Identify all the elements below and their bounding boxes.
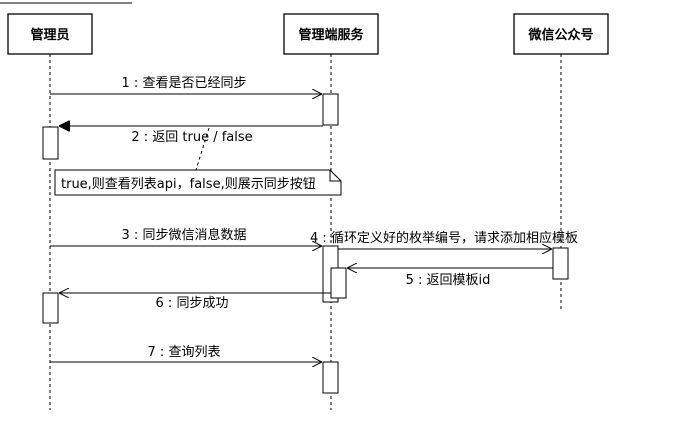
- message-label: 2 : 返回 true / false: [131, 130, 252, 145]
- activation-bar: [552, 247, 569, 280]
- message-label: 7 : 查询列表: [148, 345, 221, 360]
- message-1: 1 : 查看是否已经同步: [50, 75, 322, 94]
- participant-box: [283, 13, 379, 55]
- message-5: 5 : 返回模板id: [347, 268, 553, 288]
- participant-label: 微信公众号: [527, 27, 593, 43]
- message-3: 3 : 同步微信消息数据: [50, 227, 322, 246]
- note-box: [54, 169, 342, 196]
- participant-service: 管理端服务: [283, 13, 379, 55]
- message-label: 3 : 同步微信消息数据: [122, 227, 247, 243]
- activation-bar: [322, 361, 339, 394]
- participant-label: 管理端服务: [298, 27, 364, 43]
- message-label: 5 : 返回模板id: [406, 273, 491, 288]
- participant-label: 管理员: [30, 27, 69, 43]
- note-connector: [195, 127, 210, 171]
- activation-bar-nested: [330, 267, 347, 299]
- note-fold: [329, 170, 341, 182]
- message-label: 4 : 循环定义好的枚举编号，请求添加相应模板: [310, 230, 578, 246]
- activation-bar: [42, 126, 59, 160]
- message-2: 2 : 返回 true / false: [59, 126, 323, 145]
- participant-wechat: 微信公众号: [513, 13, 609, 55]
- note: true,则查看列表api，false,则展示同步按钮: [54, 169, 342, 196]
- message-4: 4 : 循环定义好的枚举编号，请求添加相应模板: [310, 230, 578, 249]
- message-label: 6 : 同步成功: [156, 296, 229, 311]
- activation-bar: [322, 93, 339, 126]
- message-label: 1 : 查看是否已经同步: [122, 75, 247, 91]
- participant-admin: 管理员: [7, 13, 93, 55]
- message-6: 6 : 同步成功: [59, 293, 331, 311]
- activation-bar: [42, 292, 59, 324]
- message-7: 7 : 查询列表: [50, 345, 322, 362]
- note-text: true,则查看列表api，false,则展示同步按钮: [61, 176, 316, 192]
